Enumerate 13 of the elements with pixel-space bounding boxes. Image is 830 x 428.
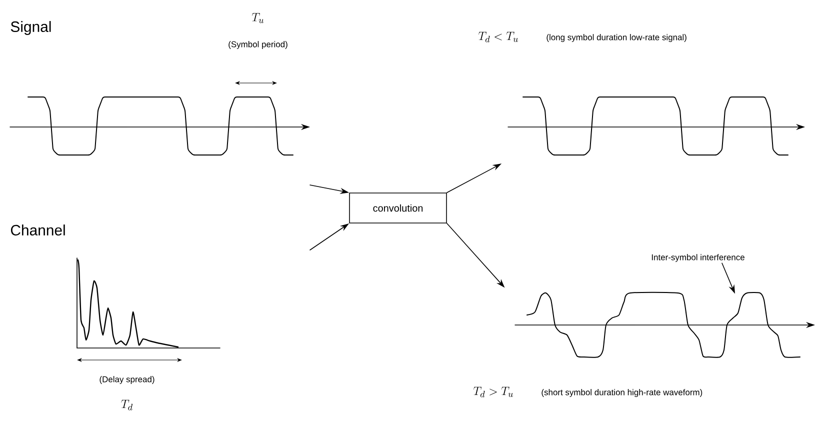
process-box: convolution	[349, 192, 447, 224]
annotation-text: Inter-symbol interference	[652, 254, 744, 262]
heading: Channel	[10, 224, 65, 236]
heading: Signal	[10, 21, 51, 35]
formula: $T_u$	[252, 13, 264, 24]
impulse-response-drawing	[76, 258, 220, 348]
formula: $T_d$	[121, 400, 133, 410]
formula: $T_d < T_u$	[478, 32, 518, 42]
caption-text: (short symbol duration high-rate waveform)	[542, 389, 702, 397]
caption-text: (long symbol duration low-rate signal)	[546, 34, 686, 42]
caption-text: (Symbol period)	[228, 41, 288, 49]
formula: $T_d > T_u$	[473, 386, 513, 398]
caption-text: (Delay spread)	[100, 376, 154, 384]
